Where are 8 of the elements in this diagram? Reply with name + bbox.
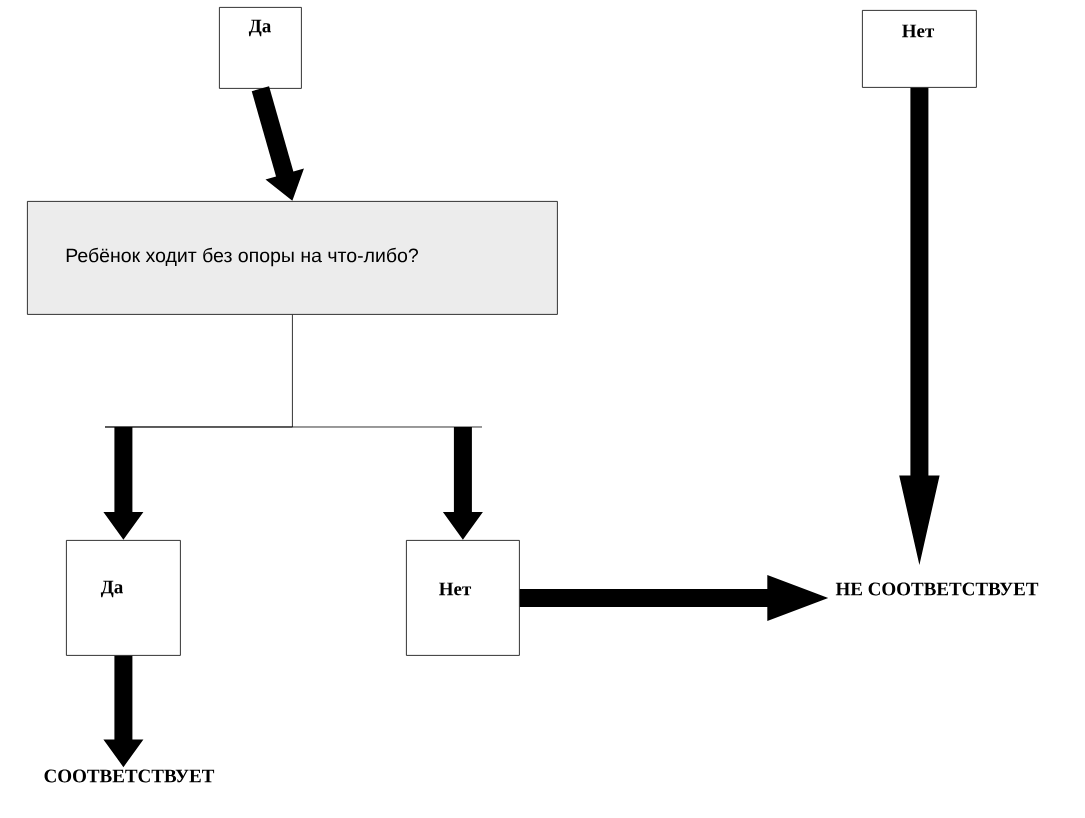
answer-box: Нет xyxy=(862,10,977,88)
question-box: Ребёнок ходит без опоры на что-либо? xyxy=(27,201,558,315)
answer-box: Да xyxy=(66,540,181,656)
split-line xyxy=(104,314,483,428)
answer-box: Да xyxy=(219,7,302,89)
outcome-text: СООТВЕТСТВУЕТ xyxy=(44,769,215,783)
outcome-text: НЕ СООТВЕТСТВУЕТ xyxy=(835,582,1039,596)
answer-box: Нет xyxy=(406,540,520,656)
